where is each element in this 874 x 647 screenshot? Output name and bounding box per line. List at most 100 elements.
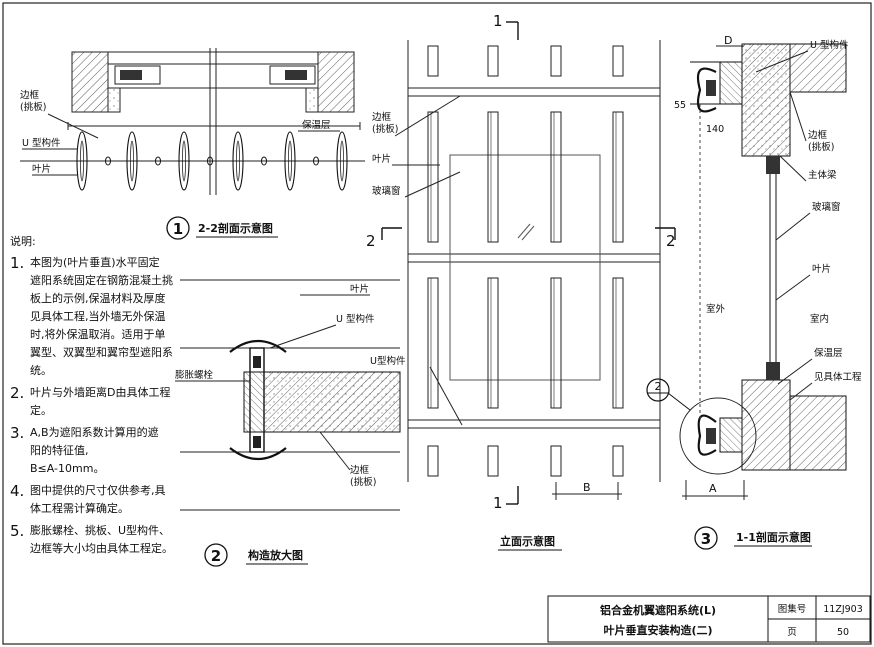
elev-title: 立面示意图	[500, 534, 555, 548]
elev-label-frame: 边框	[372, 111, 392, 123]
blade-middle	[487, 111, 499, 243]
blade-top	[550, 45, 562, 77]
note-line: A,B为遮阳系数计算用的遮	[30, 425, 159, 439]
atlas-label: 图集号	[778, 603, 807, 615]
note-line: 图中提供的尺寸仅供参考,具	[30, 483, 166, 497]
note-line: 统。	[30, 364, 52, 377]
note-line: 时,将外保温取消。适用于单	[30, 327, 166, 341]
fig3-label-outdoor: 室外	[706, 303, 726, 315]
note-line: 板上的示例,保温材料及厚度	[30, 291, 166, 305]
fig2-label-u-part: U 型构件	[336, 313, 375, 325]
elev-label-blade: 叶片	[372, 153, 391, 165]
blade-section-core	[288, 140, 292, 182]
elev-section-bottom: 1	[493, 494, 503, 512]
note-number: 3.	[10, 424, 24, 442]
note-line: 体工程需计算确定。	[30, 501, 129, 515]
blade-section-core	[182, 140, 186, 182]
fig3-dim-a: A	[709, 482, 717, 495]
fig1-label-frame-sub: (挑板)	[20, 101, 46, 113]
blade-section	[284, 131, 296, 191]
note-line: 遮阳系统固定在钢筋混凝土挑	[30, 273, 173, 287]
blade-top	[612, 45, 624, 77]
fig3-number-circle	[694, 526, 718, 550]
fig1-number: 1	[173, 220, 183, 238]
blade-bottom	[487, 445, 499, 477]
blade-section	[126, 131, 138, 191]
fig2-number: 2	[211, 547, 221, 565]
blade-joint	[261, 156, 267, 166]
blade-joint	[313, 156, 319, 166]
fig3-dim-55: 55	[674, 100, 686, 111]
fig3-label-glass: 玻璃窗	[812, 201, 841, 213]
notes-heading: 说明:	[10, 234, 36, 248]
note-line: 见具体工程,当外墙无外保温	[30, 309, 166, 323]
fig3-title: 1-1剖面示意图	[736, 530, 811, 544]
blade-section	[178, 131, 190, 191]
fig3-label-main-beam: 主体梁	[808, 169, 837, 181]
note-number: 1.	[10, 254, 24, 272]
blade-section-core	[80, 140, 84, 182]
blade-joint	[155, 156, 161, 166]
fig3-label-u-part: U 型构件	[810, 39, 849, 51]
blade-bottom	[550, 445, 562, 477]
blade-lower	[427, 277, 439, 409]
blade-middle	[612, 111, 624, 243]
blade-bottom	[612, 445, 624, 477]
page-value: 50	[837, 627, 849, 638]
fig3-label-frame: 边框	[808, 129, 828, 141]
fig3-detail-ref: 2	[655, 380, 662, 393]
blade-section	[336, 131, 348, 191]
elev-dim-b: B	[583, 481, 591, 494]
elev-label-frame-sub: (挑板)	[372, 123, 398, 135]
fig2-number-circle	[204, 543, 228, 567]
figure-1-section-2-2: 边框 (挑板) U 型构件 叶片 保温层 1 2-2剖面示意图	[20, 48, 365, 240]
blade-joint	[207, 156, 213, 166]
note-number: 2.	[10, 384, 24, 402]
note-line: B≤A-10mm。	[30, 462, 104, 475]
blade-section	[232, 131, 244, 191]
figure-2-detail: 叶片 U 型构件 膨胀螺栓 边框 (挑板) 2 构造放大图	[175, 279, 401, 567]
fig2-label-blade: 叶片	[350, 283, 369, 295]
elev-section-top: 1	[493, 12, 503, 30]
fig1-label-blade: 叶片	[32, 163, 51, 175]
blade-joint	[105, 156, 111, 166]
fig2-label-bolt: 膨胀螺栓	[175, 369, 214, 381]
fig3-label-frame-sub: (挑板)	[808, 141, 834, 153]
elev-label-glass: 玻璃窗	[372, 185, 401, 197]
note-line: 叶片与外墙距离D由具体工程	[30, 385, 170, 399]
blade-bottom	[427, 445, 439, 477]
title-block: 铝合金机翼遮阳系统(L) 叶片垂直安装构造(二) 图集号 11ZJ903 页 5…	[547, 595, 871, 643]
title-line-2: 叶片垂直安装构造(二)	[603, 623, 712, 637]
atlas-value: 11ZJ903	[823, 604, 863, 615]
note-number: 5.	[10, 522, 24, 540]
title-line-1: 铝合金机翼遮阳系统(L)	[600, 603, 716, 617]
blade-top	[427, 45, 439, 77]
fig2-title: 构造放大图	[248, 548, 303, 562]
blade-middle	[427, 111, 439, 243]
note-line: 定。	[30, 403, 52, 417]
blade-lower	[550, 277, 562, 409]
fig1-label-u-part: U 型构件	[22, 137, 61, 149]
fig1-title: 2-2剖面示意图	[198, 221, 273, 235]
elev-section-left: 2	[366, 232, 376, 250]
fig3-label-insulation: 保温层	[814, 347, 843, 359]
note-line: 边框等大小均由具体工程定。	[30, 541, 173, 555]
fig3-dim-d: D	[724, 34, 732, 47]
blade-section-core	[130, 140, 134, 182]
page-label: 页	[787, 627, 797, 638]
blade-top	[487, 45, 499, 77]
note-line: 阳的特征值,	[30, 443, 89, 457]
fig3-label-see-project: 见具体工程	[814, 371, 862, 383]
fig3-label-blade: 叶片	[812, 263, 831, 275]
blade-lower	[487, 277, 499, 409]
blade-section-core	[340, 140, 344, 182]
figure-elevation: 1 1 2 2 边框 (挑板) 叶片 玻璃窗 U型构件 B 立面示意图	[366, 12, 676, 551]
note-line: 翼型、双翼型和翼帘型遮阳系	[30, 345, 173, 359]
fig2-label-frame: 边框	[350, 464, 370, 476]
blade-middle	[550, 111, 562, 243]
fig1-number-circle	[166, 216, 190, 240]
fig3-label-indoor: 室内	[810, 313, 829, 325]
fig3-number: 3	[701, 530, 711, 548]
fig1-label-insulation: 保温层	[302, 119, 331, 131]
